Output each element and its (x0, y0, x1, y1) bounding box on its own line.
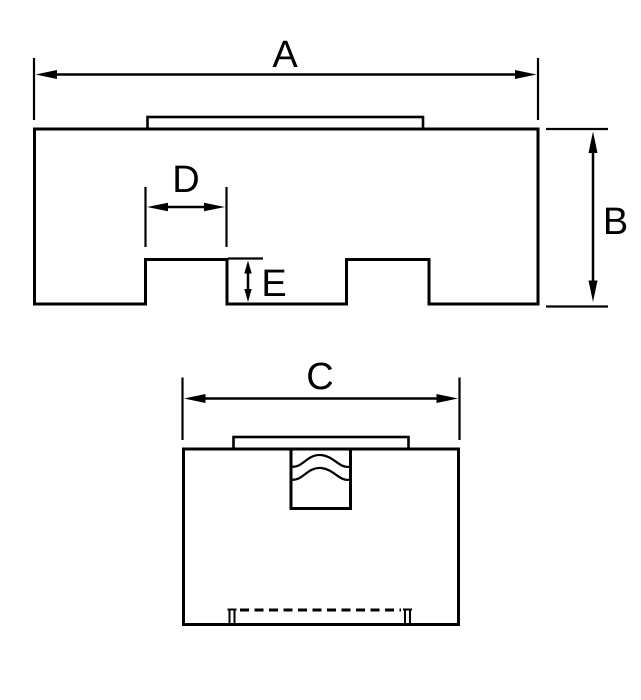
front-body-outline (33, 127, 540, 306)
slot-break-line-upper (290, 453, 351, 469)
dim-d-label: D (172, 159, 199, 201)
dim-a-arrowhead-left (35, 70, 57, 79)
dim-a-label: A (272, 34, 298, 76)
dimension-b: B (546, 127, 628, 308)
dim-d-arrowhead-right (204, 202, 225, 212)
side-center-slot (289, 449, 352, 510)
dim-b-label: B (603, 201, 628, 243)
dimension-d: D (144, 159, 228, 247)
front-top-plate (146, 115, 425, 131)
dim-d-arrowhead-left (147, 202, 168, 212)
dim-e-label: E (261, 263, 286, 305)
dim-e-arrowhead-bottom (244, 289, 252, 302)
bottom-tab-left (227, 608, 237, 624)
dimension-e: E (228, 257, 287, 305)
side-top-plate (232, 435, 410, 451)
bottom-tab-right (403, 608, 412, 624)
dim-c-arrowhead-right (436, 394, 458, 403)
dim-a-arrowhead-right (515, 70, 537, 79)
dim-b-arrowhead-bottom (588, 280, 598, 302)
dim-e-arrowhead-top (244, 260, 252, 274)
slot-break-line-lower (290, 466, 351, 482)
dimension-c: C (181, 356, 461, 440)
front-view: A B D (32, 34, 628, 308)
dim-c-label: C (306, 356, 333, 398)
side-body-outline (182, 447, 460, 626)
side-view: C (181, 356, 461, 626)
dim-c-arrowhead-left (184, 394, 206, 403)
dim-b-arrowhead-top (588, 131, 598, 153)
dimension-a: A (32, 34, 540, 120)
